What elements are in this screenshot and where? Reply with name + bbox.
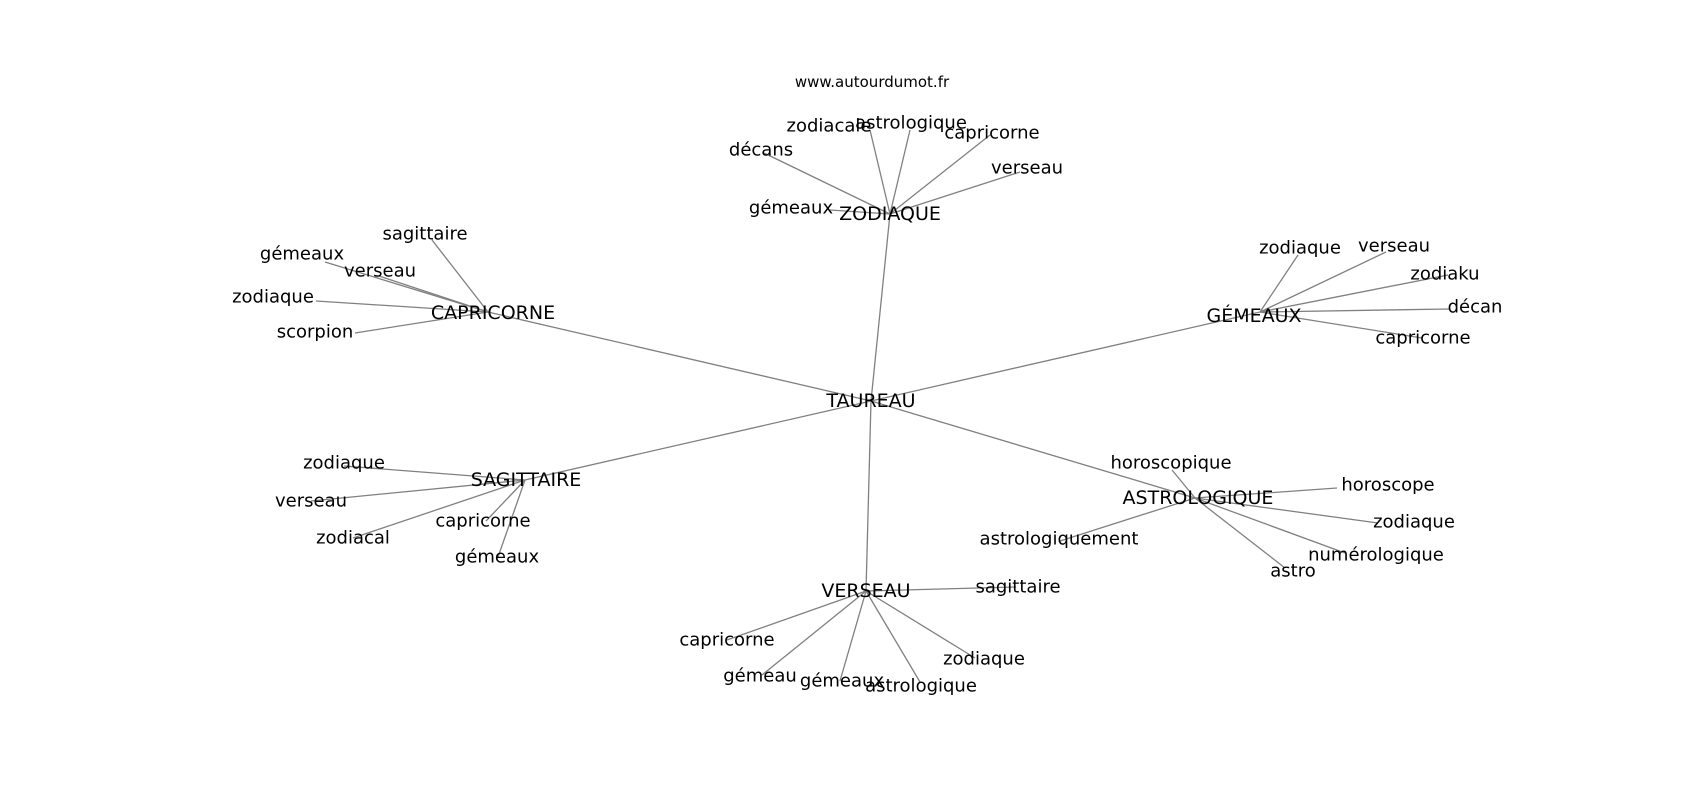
labels-layer: zodiacaleastrologiquecapricornedécansver… — [232, 113, 1502, 697]
edge-gemeaux-verseau — [1259, 251, 1387, 313]
edge-zodiaque-gemeaux — [829, 209, 891, 215]
hub-node-zodiaque[interactable]: ZODIAQUE — [839, 203, 941, 225]
node-astrologique-astrologiquement[interactable]: astrologiquement — [980, 529, 1139, 550]
edge-zodiaque-astrologique — [889, 129, 911, 215]
edge-verseau-gemeaux — [839, 590, 867, 682]
node-astrologique-astro[interactable]: astro — [1270, 561, 1315, 582]
node-verseau-gemeau[interactable]: gémeau — [723, 666, 797, 687]
edge-root-gemeaux — [870, 311, 1261, 402]
edge-capricorne-sagittaire — [431, 239, 489, 313]
edge-gemeaux-decan — [1259, 308, 1451, 313]
hub-node-sagittaire[interactable]: SAGITTAIRE — [471, 469, 582, 491]
watermark: www.autourdumot.fr — [794, 73, 950, 91]
node-verseau-astrologique[interactable]: astrologique — [865, 676, 977, 697]
node-zodiaque-decans[interactable]: décans — [729, 140, 793, 161]
node-zodiaque-capricorne[interactable]: capricorne — [944, 123, 1039, 144]
node-verseau-zodiaque[interactable]: zodiaque — [943, 649, 1025, 670]
edge-verseau-capricorne — [726, 590, 867, 641]
node-gemeaux-zodiaku[interactable]: zodiaku — [1410, 264, 1479, 285]
node-gemeaux-verseau[interactable]: verseau — [1358, 236, 1430, 257]
node-zodiaque-astrologique[interactable]: astrologique — [855, 113, 967, 134]
node-sagittaire-verseau[interactable]: verseau — [275, 491, 347, 512]
edge-astrologique-astrologiquement — [1059, 497, 1196, 542]
node-verseau-sagittaire[interactable]: sagittaire — [975, 577, 1060, 598]
edge-zodiaque-capricorne — [889, 134, 991, 215]
node-sagittaire-zodiacal[interactable]: zodiacal — [316, 528, 390, 549]
node-astrologique-numerologique[interactable]: numérologique — [1308, 545, 1444, 566]
edge-capricorne-verseau — [378, 275, 489, 313]
root-node-taureau[interactable]: TAUREAU — [825, 390, 915, 412]
edge-root-zodiaque — [870, 213, 891, 402]
node-gemeaux-zodiaque[interactable]: zodiaque — [1259, 238, 1341, 259]
node-capricorne-gemeaux[interactable]: gémeaux — [260, 244, 345, 265]
node-capricorne-verseau[interactable]: verseau — [344, 261, 416, 282]
edge-astrologique-numerologique — [1194, 497, 1346, 554]
edge-capricorne-zodiaque — [315, 300, 489, 313]
node-capricorne-scorpion[interactable]: scorpion — [277, 322, 354, 343]
node-capricorne-zodiaque[interactable]: zodiaque — [232, 287, 314, 308]
edge-capricorne-scorpion — [354, 311, 489, 334]
node-astrologique-zodiaque[interactable]: zodiaque — [1373, 512, 1455, 533]
node-sagittaire-gemeaux[interactable]: gémeaux — [455, 547, 540, 568]
edge-zodiaque-zodiacale — [869, 129, 891, 215]
edge-astrologique-horoscope — [1194, 487, 1338, 499]
node-gemeaux-capricorne[interactable]: capricorne — [1375, 328, 1470, 349]
edge-zodiaque-decans — [763, 152, 891, 215]
edge-sagittaire-zodiacal — [352, 479, 526, 539]
hub-node-verseau[interactable]: VERSEAU — [821, 580, 910, 602]
node-zodiaque-gemeaux[interactable]: gémeaux — [749, 198, 834, 219]
edge-gemeaux-capricorne — [1259, 311, 1423, 339]
edge-astrologique-horoscopique — [1171, 469, 1196, 499]
node-astrologique-horoscope[interactable]: horoscope — [1341, 475, 1434, 496]
node-zodiaque-verseau[interactable]: verseau — [991, 158, 1063, 179]
node-gemeaux-decan[interactable]: décan — [1448, 297, 1503, 318]
node-verseau-gemeaux[interactable]: gémeaux — [800, 671, 885, 692]
node-verseau-capricorne[interactable]: capricorne — [679, 630, 774, 651]
edge-zodiaque-verseau — [889, 171, 1021, 215]
edge-verseau-zodiaque — [865, 590, 976, 659]
node-sagittaire-zodiaque[interactable]: zodiaque — [303, 453, 385, 474]
edge-verseau-gemeau — [761, 590, 867, 676]
edge-root-verseau — [865, 400, 872, 592]
edge-root-astrologique — [870, 400, 1196, 499]
node-sagittaire-capricorne[interactable]: capricorne — [435, 511, 530, 532]
edge-sagittaire-capricorne — [485, 479, 526, 522]
edge-astrologique-astro — [1194, 497, 1286, 569]
edge-gemeaux-zodiaque — [1259, 254, 1299, 313]
hub-node-astrologique[interactable]: ASTROLOGIQUE — [1123, 487, 1274, 509]
edge-root-capricorne — [487, 311, 872, 402]
node-zodiaque-zodiacale[interactable]: zodiacale — [787, 116, 872, 137]
edge-sagittaire-gemeaux — [497, 479, 526, 558]
edge-verseau-sagittaire — [865, 586, 1017, 592]
node-astrologique-horoscopique[interactable]: horoscopique — [1110, 453, 1231, 474]
edge-verseau-astrologique — [865, 590, 921, 683]
edge-astrologique-zodiaque — [1194, 497, 1379, 524]
edges-layer — [310, 129, 1451, 683]
node-capricorne-sagittaire[interactable]: sagittaire — [382, 224, 467, 245]
edge-gemeaux-zodiaku — [1259, 274, 1449, 313]
edge-sagittaire-verseau — [310, 479, 526, 502]
edge-sagittaire-zodiaque — [343, 465, 526, 481]
hub-node-capricorne[interactable]: CAPRICORNE — [431, 302, 555, 324]
edge-root-sagittaire — [524, 400, 872, 481]
hub-node-gemeaux[interactable]: GÉMEAUX — [1206, 304, 1301, 327]
